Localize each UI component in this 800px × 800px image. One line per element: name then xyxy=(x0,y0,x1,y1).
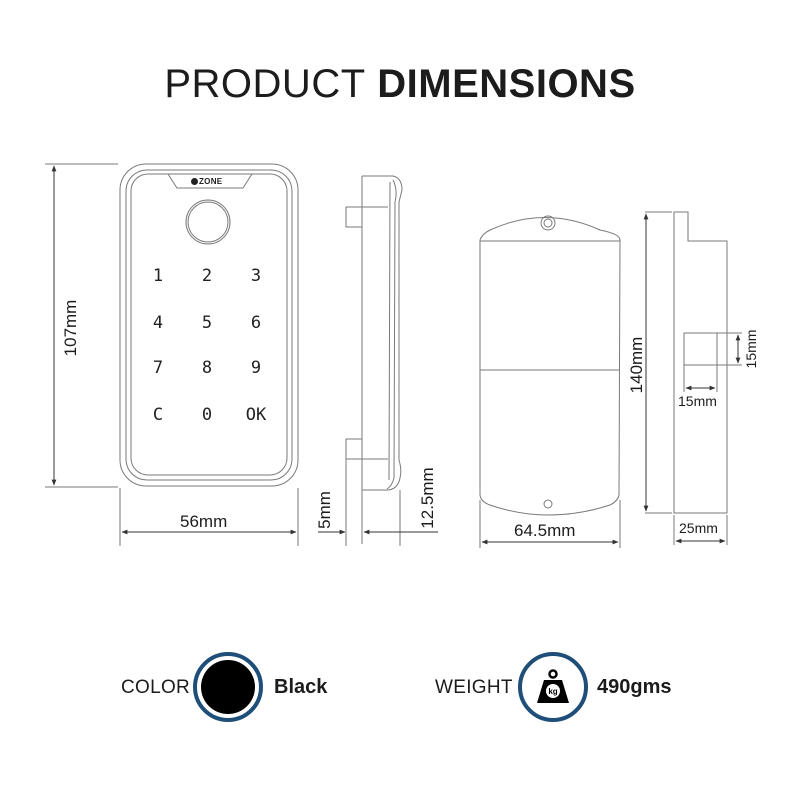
key-8: 8 xyxy=(201,358,213,378)
color-swatch-ring xyxy=(193,652,263,722)
color-value: Black xyxy=(274,676,328,698)
front-height-label: 107mm xyxy=(61,299,80,357)
key-1: 1 xyxy=(152,266,164,286)
brand-logo: ZONE xyxy=(191,177,222,186)
title-light: PRODUCT xyxy=(164,62,366,106)
side-view-outline xyxy=(345,175,403,546)
key-9: 9 xyxy=(250,358,262,378)
page-title: PRODUCT DIMENSIONS xyxy=(0,60,800,108)
title-bold: DIMENSIONS xyxy=(377,62,636,106)
key-4: 4 xyxy=(152,313,164,333)
key-ok: OK xyxy=(245,405,267,425)
back-plate-width-dimension xyxy=(479,500,621,548)
key-5: 5 xyxy=(201,313,213,333)
key-3: 3 xyxy=(250,266,262,286)
svg-text:kg: kg xyxy=(548,687,557,696)
key-7: 7 xyxy=(152,358,164,378)
key-6: 6 xyxy=(250,313,262,333)
back-plate-outline xyxy=(479,215,621,516)
back-side-dimensions xyxy=(643,213,741,544)
front-view-outline xyxy=(119,163,299,487)
key-0: 0 xyxy=(201,405,213,425)
back-plate-width-label: 64.5mm xyxy=(514,521,576,540)
side-total-depth-label: 12.5mm xyxy=(418,467,437,529)
key-clear: C xyxy=(152,405,164,425)
bolt-width-label: 15mm xyxy=(678,393,717,409)
weight-label: WEIGHT xyxy=(435,677,513,698)
weight-value: 490gms xyxy=(597,676,672,698)
brand-dot-icon xyxy=(191,178,198,185)
key-2: 2 xyxy=(201,266,213,286)
color-label: COLOR xyxy=(121,677,191,698)
front-width-dimension xyxy=(119,488,299,546)
side-base-depth-label: 5mm xyxy=(315,491,334,529)
color-swatch xyxy=(201,660,255,714)
front-height-dimension xyxy=(45,163,118,488)
bolt-height-label: 15mm xyxy=(743,329,759,369)
back-side-outline xyxy=(645,211,742,545)
weight-icon-ring: kg xyxy=(518,652,588,722)
back-side-depth-label: 25mm xyxy=(679,520,718,536)
back-plate-height-label: 140mm xyxy=(627,336,646,394)
front-width-label: 56mm xyxy=(180,512,228,531)
kg-weight-icon: kg xyxy=(537,669,569,703)
